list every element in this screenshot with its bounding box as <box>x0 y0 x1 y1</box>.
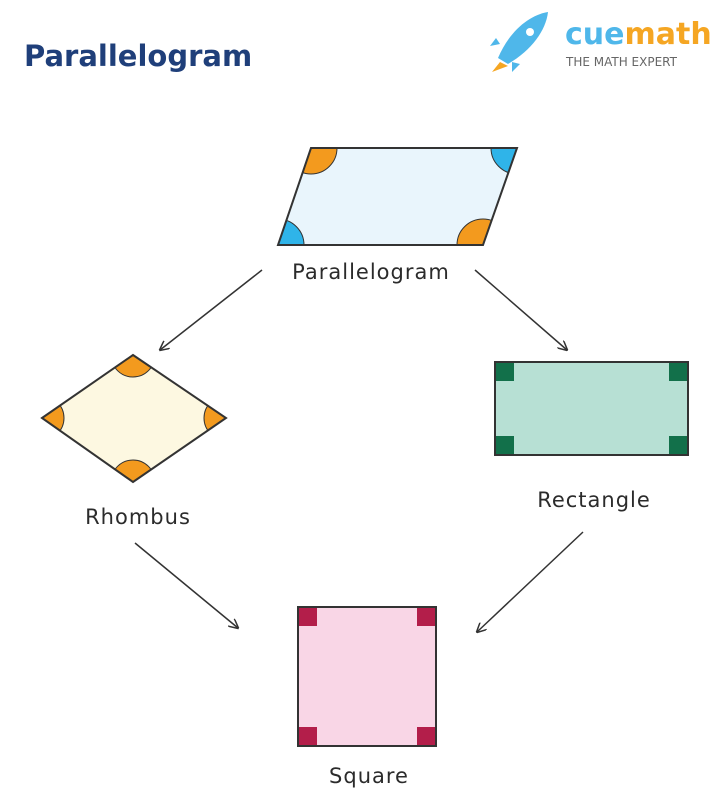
page-title: Parallelogram <box>24 39 252 73</box>
square-label: Square <box>329 764 409 788</box>
right-angle-marker <box>299 608 317 626</box>
square-shape <box>297 606 437 747</box>
right-angle-marker <box>299 727 317 745</box>
right-angle-marker <box>496 436 514 454</box>
arrow-parallelogram-to-rectangle <box>474 269 567 350</box>
right-angle-marker <box>669 436 687 454</box>
parallelogram-label: Parallelogram <box>292 260 450 284</box>
angle-marker <box>110 355 156 378</box>
rhombus-shape <box>40 353 228 484</box>
arrow-rhombus-to-square <box>134 542 238 628</box>
right-angle-marker <box>496 363 514 381</box>
right-angle-marker <box>417 727 435 745</box>
right-angle-marker <box>417 608 435 626</box>
arrow-rectangle-to-square <box>477 531 584 632</box>
parallelogram-shape <box>276 147 519 246</box>
rocket-icon <box>490 12 548 72</box>
rectangle-label: Rectangle <box>537 488 651 512</box>
rhombus-label: Rhombus <box>85 505 191 529</box>
angle-marker <box>490 148 517 175</box>
logo-tagline: THE MATH EXPERT <box>565 55 678 69</box>
angle-marker <box>110 459 156 482</box>
angle-marker <box>278 218 305 245</box>
rectangle-shape <box>494 361 689 456</box>
logo-text: cuemath <box>565 17 712 52</box>
right-angle-marker <box>669 363 687 381</box>
arrow-parallelogram-to-rhombus <box>160 269 263 350</box>
